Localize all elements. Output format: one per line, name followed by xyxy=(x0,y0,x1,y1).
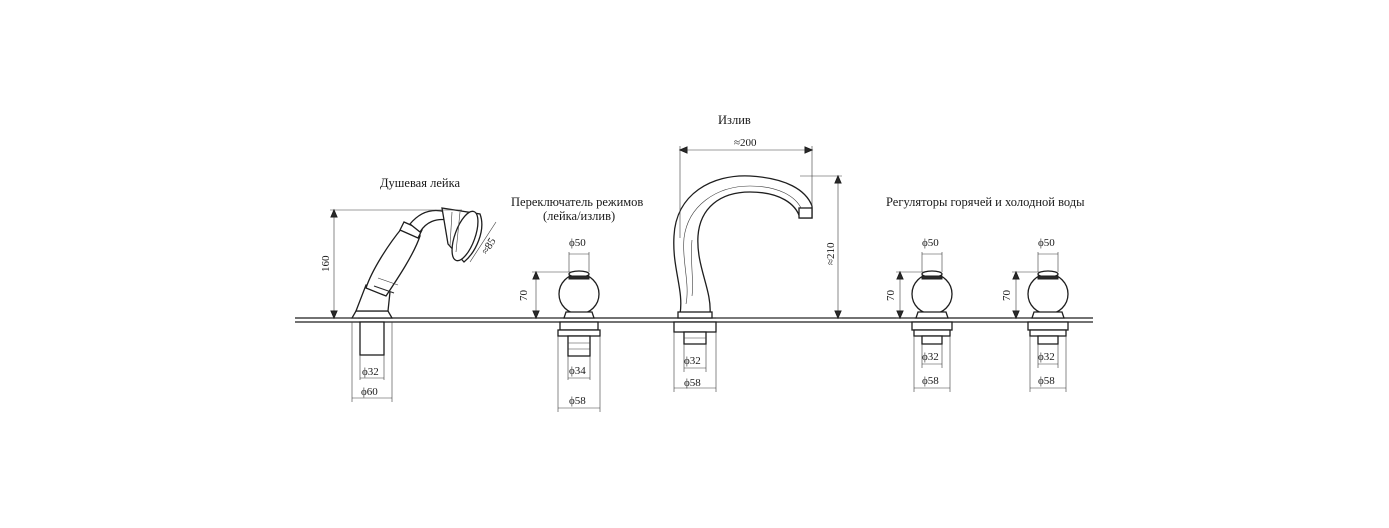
hot-regulator-height-label: 70 xyxy=(885,290,897,302)
regulators-label: Регуляторы горячей и холодной воды xyxy=(886,195,1085,209)
spout-drawing xyxy=(673,175,813,345)
spout-flange-label: ϕ58 xyxy=(684,377,701,389)
hand-shower-height-label: 160 xyxy=(320,255,332,272)
hand-shower-dimensions xyxy=(330,208,497,402)
hot-regulator-inner-label: ϕ32 xyxy=(922,351,939,363)
cold-regulator-drawing xyxy=(1027,270,1069,345)
mode-switch-label-line2: (лейка/излив) xyxy=(543,209,615,223)
hot-regulator-flange-label: ϕ58 xyxy=(922,375,939,387)
spout-height-label: ≈210 xyxy=(825,242,837,265)
cold-regulator-top-label: ϕ50 xyxy=(1038,237,1055,249)
hot-regulator-dimensions xyxy=(896,252,951,392)
mode-switch-drawing xyxy=(557,270,601,357)
cold-regulator-dimensions xyxy=(1012,252,1067,392)
mode-switch-top-label: ϕ50 xyxy=(569,237,586,249)
hand-shower-sleeve-label: ϕ32 xyxy=(362,366,379,378)
mode-switch-flange-label: ϕ58 xyxy=(569,395,586,407)
cold-regulator-height-label: 70 xyxy=(1001,290,1013,302)
hot-regulator-top-label: ϕ50 xyxy=(922,237,939,249)
spout-dimensions xyxy=(673,146,842,392)
spout-label: Излив xyxy=(718,113,751,127)
hand-shower-label: Душевая лейка xyxy=(380,176,460,190)
mode-switch-inner-label: ϕ34 xyxy=(569,365,586,377)
hot-regulator-drawing xyxy=(911,270,953,345)
mode-switch-label-line1: Переключатель режимов xyxy=(511,195,643,209)
mode-switch-height-label: 70 xyxy=(518,290,530,302)
cold-regulator-inner-label: ϕ32 xyxy=(1038,351,1055,363)
hand-shower-flange-label: ϕ60 xyxy=(361,386,378,398)
hand-shower-drawing xyxy=(350,207,483,356)
spout-inner-label: ϕ32 xyxy=(684,355,701,367)
spout-reach-label: ≈200 xyxy=(734,137,757,149)
mode-switch-dimensions xyxy=(532,252,601,412)
cold-regulator-flange-label: ϕ58 xyxy=(1038,375,1055,387)
hand-shower-head-label: ≈85 xyxy=(479,235,498,256)
